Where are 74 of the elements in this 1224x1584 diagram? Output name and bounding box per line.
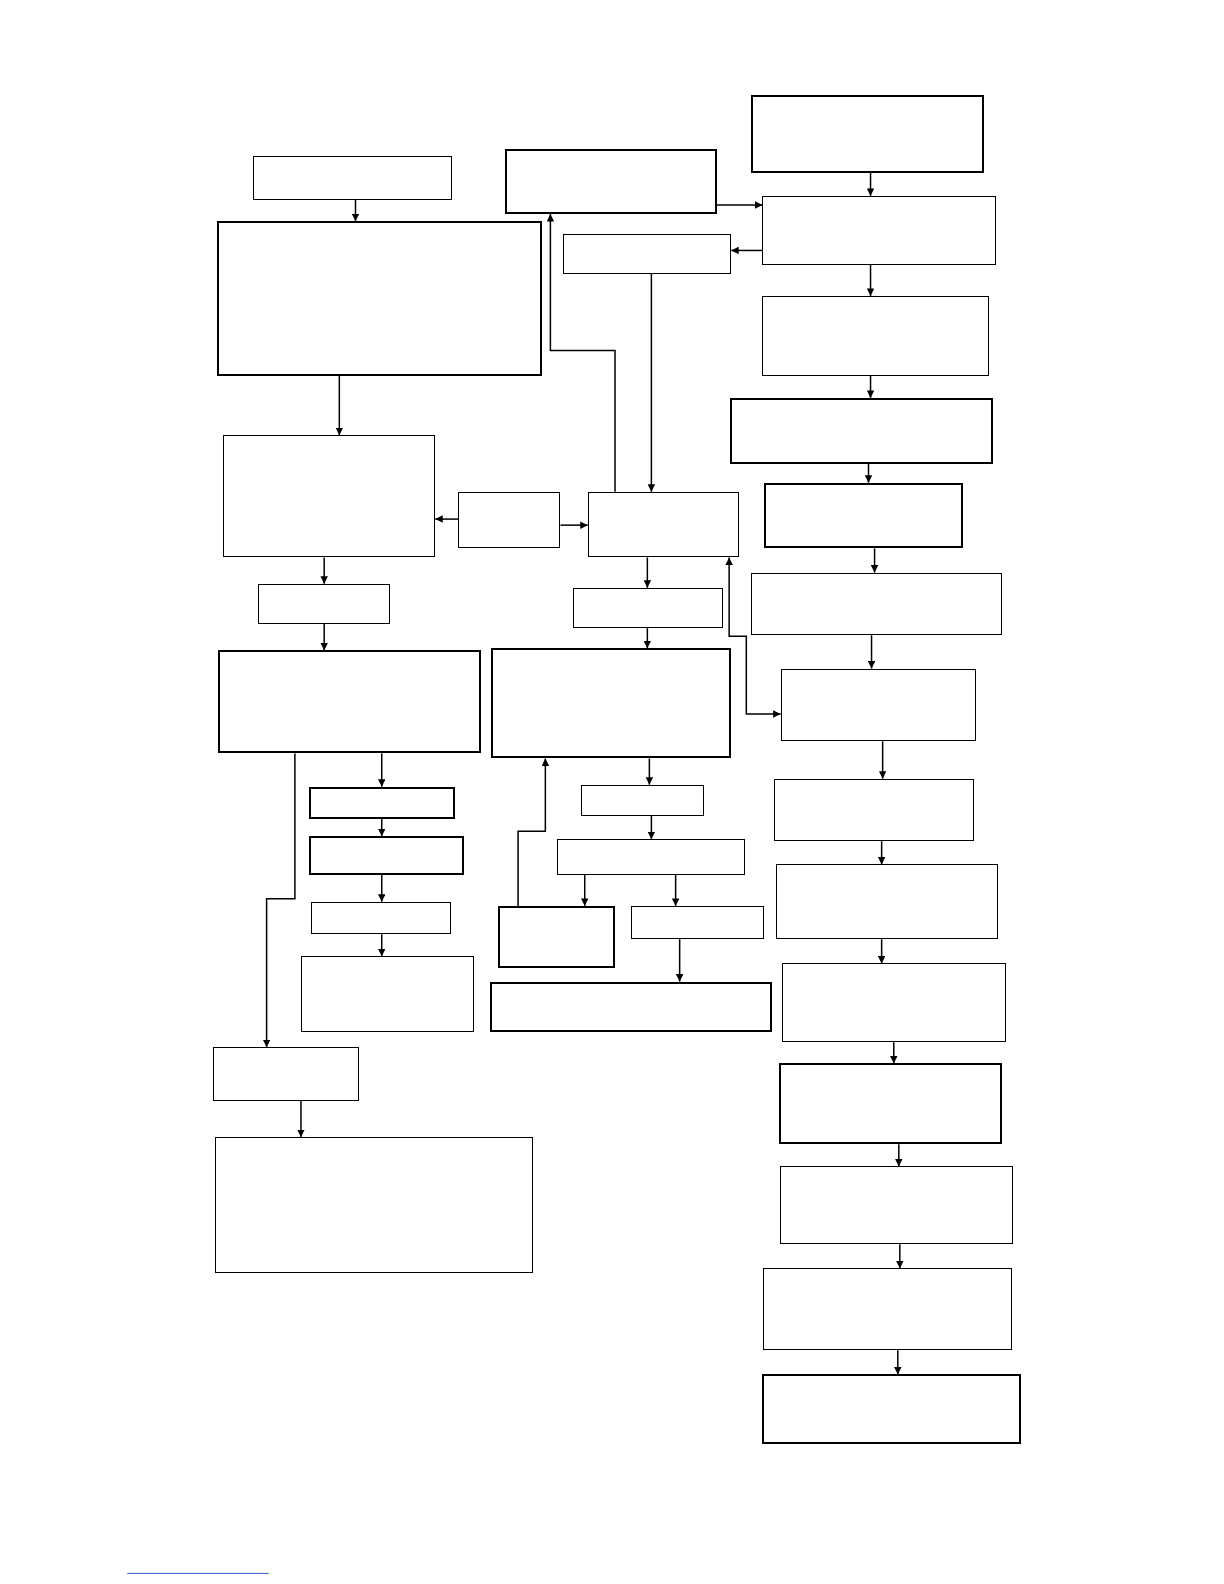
arrow (351, 199, 360, 222)
process-box (762, 195, 996, 265)
process-box (751, 572, 1002, 636)
arrow (895, 1143, 903, 1168)
process-box (730, 397, 993, 464)
arrow (894, 1349, 902, 1376)
process-box (779, 1166, 1013, 1245)
arrow (647, 272, 656, 493)
process-box (781, 963, 1006, 1043)
arrow (643, 556, 652, 589)
arrow (262, 752, 296, 1048)
arrow (378, 933, 386, 958)
process-box (587, 491, 740, 558)
arrow (645, 757, 654, 786)
arrow (378, 752, 386, 788)
arrow (335, 374, 344, 436)
arrow (675, 938, 684, 983)
arrow (320, 623, 328, 652)
arrow (870, 547, 879, 574)
arrow (877, 840, 886, 866)
process-box (309, 836, 464, 875)
arrow (320, 556, 328, 585)
process-box (773, 778, 974, 842)
process-box (764, 482, 964, 549)
process-box (489, 981, 772, 1033)
arrow (864, 462, 873, 484)
arrow (867, 634, 876, 670)
process-box (751, 94, 984, 173)
arrow (517, 757, 550, 907)
arrow (866, 263, 875, 297)
arrow (559, 521, 589, 529)
process-box (215, 1137, 534, 1274)
arrow (581, 873, 589, 907)
arrow (378, 818, 386, 837)
arrow (643, 627, 652, 650)
arrow (647, 815, 656, 840)
arrow (716, 201, 764, 209)
process-box (780, 668, 976, 742)
process-box (311, 901, 452, 935)
process-box (217, 221, 543, 376)
arrow (890, 1041, 898, 1065)
process-box (223, 435, 436, 558)
arrow (896, 1243, 904, 1270)
process-box (762, 1374, 1021, 1445)
arrow (866, 171, 875, 197)
process-box (763, 1268, 1012, 1351)
arrow (878, 740, 887, 780)
process-box (218, 650, 481, 754)
process-box (631, 905, 765, 940)
arrow (546, 213, 616, 493)
process-box (504, 149, 717, 215)
process-box (775, 864, 998, 940)
process-box (458, 491, 561, 549)
arrow (877, 938, 886, 965)
process-box (762, 295, 989, 376)
arrow (725, 556, 782, 718)
process-box (213, 1047, 359, 1101)
process-box (257, 583, 390, 625)
process-box (562, 234, 732, 274)
arrow (730, 246, 764, 255)
process-box (490, 648, 732, 759)
arrow (866, 374, 875, 399)
arrow (378, 873, 386, 903)
process-box (300, 956, 474, 1033)
process-box (557, 839, 746, 875)
arrow (671, 873, 680, 907)
process-box (497, 905, 615, 969)
process-box (580, 784, 704, 816)
process-box (778, 1063, 1002, 1145)
arrow (297, 1100, 305, 1138)
process-box (253, 155, 453, 200)
arrow (434, 515, 460, 523)
process-box (309, 786, 456, 819)
process-box (572, 587, 724, 629)
